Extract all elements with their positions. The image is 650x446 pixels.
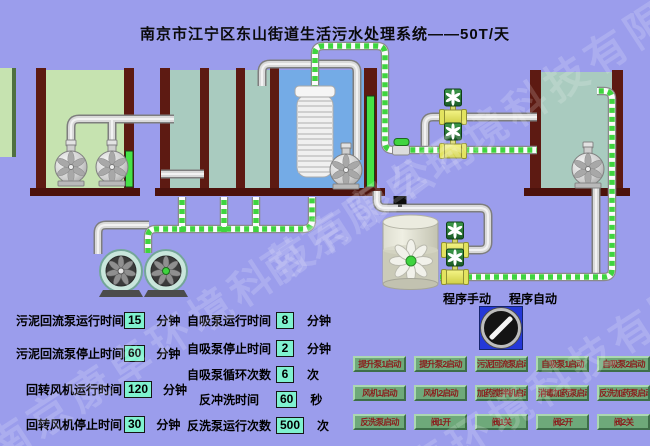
param-unit: 秒 xyxy=(310,392,323,407)
self-priming-pump-2-start-button[interactable]: 自吸泵2启动 xyxy=(597,356,650,372)
param-unit: 分钟 xyxy=(307,341,332,356)
param-unit: 次 xyxy=(317,418,330,433)
param-value-box[interactable]: 6 xyxy=(276,365,294,383)
valve-1-open-button[interactable]: 阀1开 xyxy=(414,414,467,430)
param-row: 反洗泵运行次数 500 次 xyxy=(186,416,330,434)
param-label: 自吸泵停止时间 xyxy=(186,341,271,356)
blower-1-start-button[interactable]: 风机1启动 xyxy=(353,385,406,401)
sludge-return-pump-start-button[interactable]: 污泥回流泵启动 xyxy=(475,356,528,372)
param-row: 回转风机运行时间 120 分钟 xyxy=(16,380,188,398)
param-unit: 分钟 xyxy=(156,313,181,328)
mbr-membrane-icon xyxy=(294,85,336,178)
param-value-box[interactable]: 60 xyxy=(124,344,146,362)
switch-handle xyxy=(488,315,514,341)
param-row: 污泥回流泵运行时间 15 分钟 xyxy=(16,311,181,329)
param-value-box[interactable]: 15 xyxy=(124,311,146,329)
inlet-channel xyxy=(0,68,16,157)
param-unit: 分钟 xyxy=(156,346,181,361)
self-priming-pump-1-start-button[interactable]: 自吸泵1启动 xyxy=(536,356,589,372)
blower-2-start-button[interactable]: 风机2启动 xyxy=(414,385,467,401)
mode-switch-knob-icon[interactable] xyxy=(481,308,521,348)
flow-instrument-icon xyxy=(393,196,407,207)
valve-2-close-button[interactable]: 阀2关 xyxy=(597,414,650,430)
electric-valve-1 xyxy=(440,89,467,125)
param-row: 自吸泵运行时间 8 分钟 xyxy=(186,311,332,329)
param-value-box[interactable]: 30 xyxy=(124,415,146,433)
param-label: 自吸泵循环次数 xyxy=(186,367,271,382)
param-unit: 分钟 xyxy=(307,313,332,328)
param-label: 反洗泵运行次数 xyxy=(186,418,271,433)
param-value-box[interactable]: 120 xyxy=(124,380,153,398)
param-label: 污泥回流泵停止时间 xyxy=(16,346,125,361)
program-mode-switch[interactable] xyxy=(479,306,523,350)
dosing-tank-mixer-icon xyxy=(389,239,433,283)
dosing-mixer-start-button[interactable]: 加药搅拌机启动 xyxy=(475,385,528,401)
param-row: 污泥回流泵停止时间 60 分钟 xyxy=(16,344,181,362)
param-row: 自吸泵停止时间 2 分钟 xyxy=(186,339,332,357)
backwash-dosing-pump-start-button[interactable]: 反洗加药泵启动 xyxy=(597,385,650,401)
rotary-blower-2 xyxy=(144,250,188,297)
mode-label-auto: 程序自动 xyxy=(509,292,558,306)
param-value-box[interactable]: 500 xyxy=(276,416,305,434)
valve-1-close-button[interactable]: 阀1关 xyxy=(475,414,528,430)
dosing-tank xyxy=(382,214,439,290)
rotary-blower-1 xyxy=(99,250,143,297)
param-label: 污泥回流泵运行时间 xyxy=(16,313,125,328)
lift-pump-1-start-button[interactable]: 提升泵1启动 xyxy=(353,356,406,372)
mode-label-manual: 程序手动 xyxy=(443,292,492,306)
page-title: 南京市江宁区东山街道生活污水处理系统——50T/天 xyxy=(139,26,511,43)
param-row: 回转风机停止时间 30 分钟 xyxy=(16,415,181,433)
param-unit: 次 xyxy=(307,367,320,382)
backwash-pump-start-button[interactable]: 反洗泵启动 xyxy=(353,414,406,430)
param-label: 回转风机停止时间 xyxy=(25,417,122,432)
param-value-box[interactable]: 60 xyxy=(276,390,298,408)
mbr-level-indicator xyxy=(366,95,375,188)
param-unit: 分钟 xyxy=(156,417,181,432)
param-unit: 分钟 xyxy=(163,382,188,397)
control-button-grid: 提升泵1启动 提升泵2启动 污泥回流泵启动 自吸泵1启动 自吸泵2启动 风机1启… xyxy=(353,356,650,430)
param-label: 回转风机运行时间 xyxy=(25,382,122,397)
air-manifold-pipe xyxy=(148,197,312,253)
param-row: 自吸泵循环次数 6 次 xyxy=(186,365,320,383)
param-label: 反冲洗时间 xyxy=(198,392,259,407)
run-indicator-icon xyxy=(393,138,410,146)
param-value-box[interactable]: 8 xyxy=(276,311,294,329)
param-row: 反冲洗时间 60 秒 xyxy=(186,390,323,408)
param-label: 自吸泵运行时间 xyxy=(186,313,271,328)
electric-valve-2 xyxy=(440,123,467,159)
valve-2-open-button[interactable]: 阀2开 xyxy=(536,414,589,430)
param-value-box[interactable]: 2 xyxy=(276,339,294,357)
process-diagram xyxy=(0,0,630,305)
pipe-fitting xyxy=(392,145,410,156)
lift-pump-2-start-button[interactable]: 提升泵2启动 xyxy=(414,356,467,372)
disinfect-dosing-pump-start-button[interactable]: 消毒加药泵启动 xyxy=(536,385,589,401)
